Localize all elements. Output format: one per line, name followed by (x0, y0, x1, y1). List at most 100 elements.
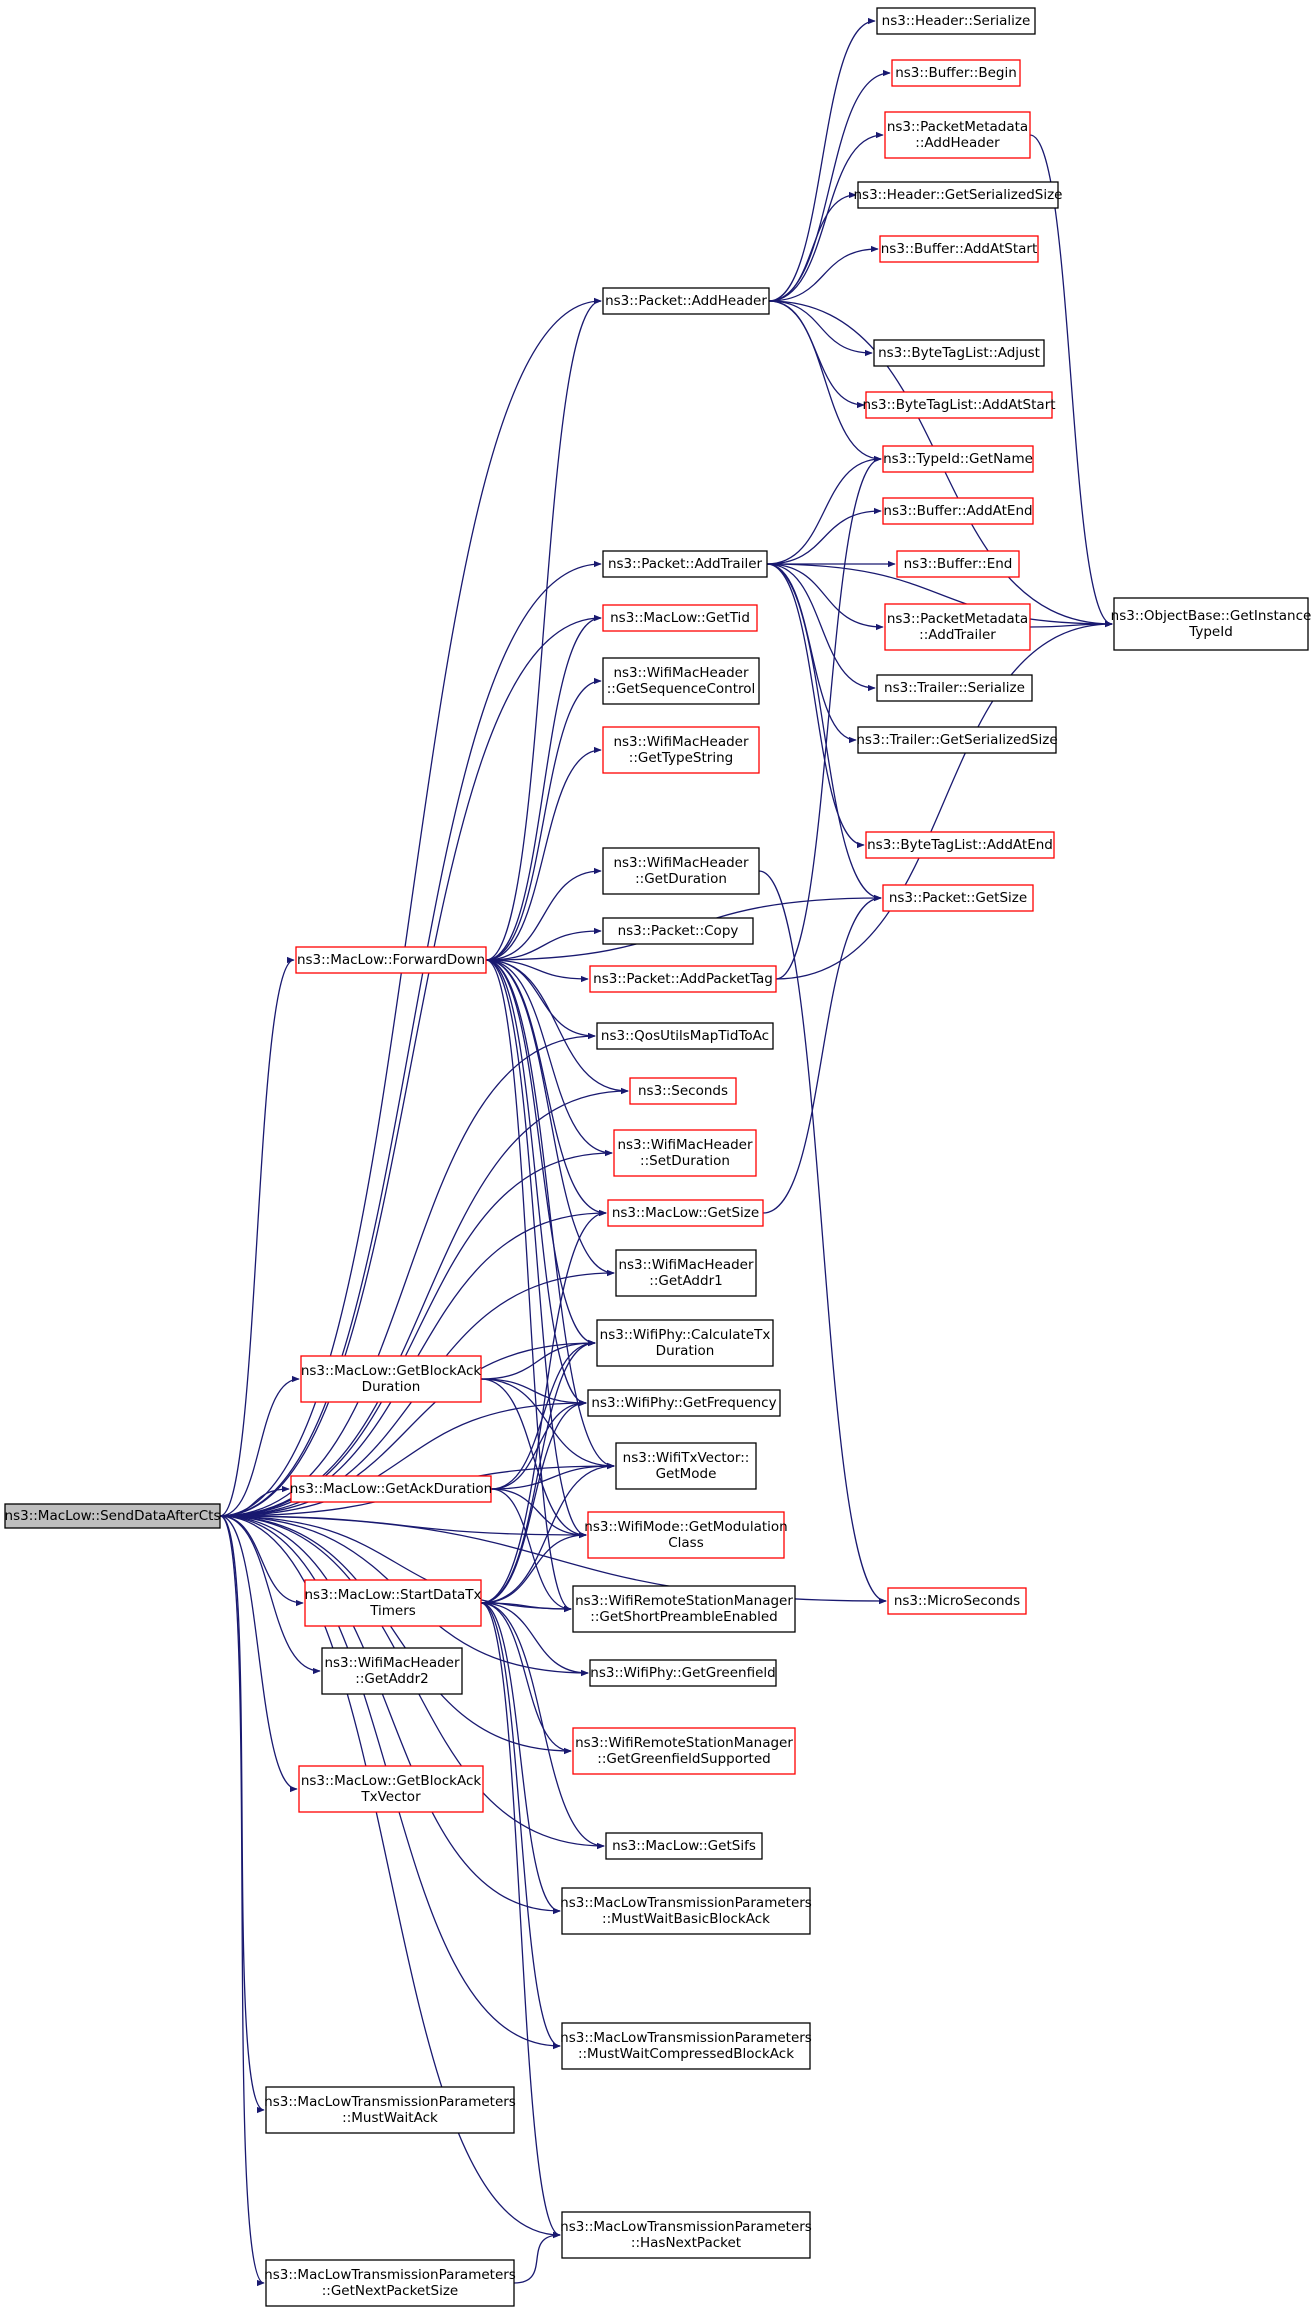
edge-pkt_addheader-to-typeid_getname (768, 300, 882, 463)
node-box (602, 726, 760, 774)
node-buf-addatstart[interactable]: ns3::Buffer::AddAtStart (879, 235, 1039, 263)
node-box (882, 884, 1034, 912)
node-wrsm-getgreenfield[interactable]: ns3::WifiRemoteStationManager::GetGreenf… (572, 1727, 796, 1775)
node-qos-maptid[interactable]: ns3::QosUtilsMapTidToAc (596, 1022, 774, 1050)
node-wphy-getfreq[interactable]: ns3::WifiPhy::GetFrequency (587, 1389, 781, 1417)
node-maclow-getsifs[interactable]: ns3::MacLow::GetSifs (605, 1832, 763, 1860)
node-buf-addatend[interactable]: ns3::Buffer::AddAtEnd (882, 497, 1034, 525)
node-maclow-gettid[interactable]: ns3::MacLow::GetTid (602, 604, 758, 632)
node-hdr-getsize[interactable]: ns3::Header::GetSerializedSize (854, 181, 1063, 209)
node-maclow-forwarddown[interactable]: ns3::MacLow::ForwardDown (295, 946, 487, 974)
edge-maclow_getackdur-to-wmode_getmodclass (490, 1488, 587, 1539)
edge-mtp_getnextsize-to-mtp_hasnext (513, 2231, 561, 2284)
node-btl-adjust[interactable]: ns3::ByteTagList::Adjust (873, 339, 1045, 367)
edge-pkt_addheader-to-btl_addatstart (768, 300, 865, 409)
edge-pkt_addheader-to-pm_addheader (768, 131, 884, 302)
node-buf-begin[interactable]: ns3::Buffer::Begin (891, 59, 1021, 87)
node-pm-addtrailer[interactable]: ns3::PacketMetadata::AddTrailer (884, 603, 1031, 651)
node-label: Duration (656, 1343, 715, 1359)
node-pkt-addtrailer[interactable]: ns3::Packet::AddTrailer (602, 550, 768, 578)
node-microseconds[interactable]: ns3::MicroSeconds (887, 1587, 1027, 1615)
node-label: ns3::MacLowTransmissionParameters (264, 2267, 516, 2283)
node-label: ns3::PacketMetadata (887, 611, 1028, 627)
node-label: ::MustWaitAck (342, 2110, 438, 2126)
node-wmh-setduration[interactable]: ns3::WifiMacHeader::SetDuration (613, 1129, 757, 1177)
edge-pkt_addtrailer-to-typeid_getname (766, 455, 882, 565)
node-hdr-serialize[interactable]: ns3::Header::Serialize (876, 7, 1036, 35)
node-typeid-getname[interactable]: ns3::TypeId::GetName (882, 445, 1034, 473)
node-maclow-getsize[interactable]: ns3::MacLow::GetSize (607, 1199, 764, 1227)
edge-maclow_forwarddown-to-maclow_gettid (485, 614, 602, 961)
edge-maclow_getackdur-to-wphy_calctx (490, 1339, 596, 1490)
node-wmh-getduration[interactable]: ns3::WifiMacHeader::GetDuration (602, 847, 760, 895)
edge-maclow_forwarddown-to-seconds (485, 959, 629, 1095)
node-trl-getsize[interactable]: ns3::Trailer::GetSerializedSize (856, 726, 1058, 754)
node-label: TypeId (1188, 624, 1233, 640)
edge-maclow_forwarddown-to-wmode_getmodclass (485, 959, 587, 1539)
node-label: ns3::WifiPhy::CalculateTx (600, 1327, 771, 1343)
node-mtp-mustwaitack[interactable]: ns3::MacLowTransmissionParameters::MustW… (264, 2086, 516, 2134)
node-label: ns3::Trailer::GetSerializedSize (856, 732, 1057, 748)
edge-root-to-maclow_forwarddown (219, 956, 295, 1517)
node-pkt-addpackettag[interactable]: ns3::Packet::AddPacketTag (589, 965, 777, 993)
node-seconds[interactable]: ns3::Seconds (629, 1077, 737, 1105)
node-btl-addatend[interactable]: ns3::ByteTagList::AddAtEnd (865, 831, 1055, 859)
edge-root-to-maclow_getbatxv (219, 1515, 298, 1793)
node-wmh-getaddr1[interactable]: ns3::WifiMacHeader::GetAddr1 (615, 1249, 757, 1297)
node-label: ns3::MacLow::SendDataAfterCts (5, 1508, 221, 1524)
edge-maclow_startdatatx-to-mtp_mustwaitcomp (480, 1602, 561, 2050)
node-label: ::GetSequenceControl (607, 681, 756, 697)
node-label: ::GetAddr1 (649, 1273, 722, 1289)
edge-maclow_forwarddown-to-pkt_copy (485, 927, 602, 961)
node-label: ns3::MacLow::GetSifs (612, 1838, 756, 1854)
edge-maclow_forwarddown-to-wmh_setduration (485, 959, 613, 1157)
node-label: ns3::MacLow::GetSize (612, 1205, 759, 1221)
node-box (290, 1475, 492, 1503)
node-pkt-getsize[interactable]: ns3::Packet::GetSize (882, 884, 1034, 912)
node-buf-end[interactable]: ns3::Buffer::End (896, 550, 1020, 578)
node-label: ::GetGreenfieldSupported (597, 1751, 770, 1767)
node-label: ns3::Buffer::End (904, 556, 1013, 572)
node-label: ns3::ObjectBase::GetInstance (1111, 608, 1312, 624)
node-wtx-getmode[interactable]: ns3::WifiTxVector::GetMode (615, 1442, 757, 1490)
node-maclow-getackdur[interactable]: ns3::MacLow::GetAckDuration (290, 1475, 493, 1503)
node-wrsm-getshortpre[interactable]: ns3::WifiRemoteStationManager::GetShortP… (572, 1585, 796, 1633)
edge-root-to-mtp_getnextsize (219, 1515, 265, 2287)
node-wmh-gettypestring[interactable]: ns3::WifiMacHeader::GetTypeString (602, 726, 760, 774)
edge-root-to-maclow_getackdur (219, 1485, 290, 1517)
node-box (607, 1199, 764, 1227)
edge-root-to-pkt_addheader (219, 297, 602, 1517)
edge-maclow_startdatatx-to-maclow_getsize (480, 1209, 607, 1604)
node-label: ::GetNextPacketSize (322, 2283, 458, 2299)
node-wmh-getseqctl[interactable]: ns3::WifiMacHeader::GetSequenceControl (602, 657, 760, 705)
node-btl-addatstart[interactable]: ns3::ByteTagList::AddAtStart (862, 391, 1056, 419)
node-box (873, 339, 1045, 367)
node-mtp-hasnext[interactable]: ns3::MacLowTransmissionParameters::HasNe… (560, 2211, 812, 2259)
node-wphy-getgreenfield[interactable]: ns3::WifiPhy::GetGreenfield (589, 1659, 777, 1687)
node-wmh-getaddr2[interactable]: ns3::WifiMacHeader::GetAddr2 (321, 1647, 463, 1695)
edge-maclow_getbadur-to-wphy_calctx (480, 1339, 596, 1380)
node-mtp-mustwaitbasic[interactable]: ns3::MacLowTransmissionParameters::MustW… (560, 1887, 812, 1935)
node-trl-serialize[interactable]: ns3::Trailer::Serialize (876, 674, 1033, 702)
node-pm-addheader[interactable]: ns3::PacketMetadata::AddHeader (884, 111, 1031, 159)
node-box (295, 946, 487, 974)
node-label: ns3::Packet::GetSize (889, 890, 1027, 906)
node-box (304, 1579, 482, 1627)
edge-maclow_startdatatx-to-wphy_getfreq (480, 1399, 587, 1604)
node-mtp-mustwaitcomp[interactable]: ns3::MacLowTransmissionParameters::MustW… (560, 2022, 812, 2070)
node-root[interactable]: ns3::MacLow::SendDataAfterCts (4, 1503, 221, 1529)
node-label: ns3::Buffer::AddAtStart (881, 241, 1038, 257)
node-mtp-getnextsize[interactable]: ns3::MacLowTransmissionParameters::GetNe… (264, 2259, 516, 2307)
edge-maclow_forwarddown-to-wrsm_getshortpre (485, 959, 572, 1613)
node-pkt-copy[interactable]: ns3::Packet::Copy (602, 917, 754, 945)
edge-maclow_getackdur-to-wrsm_getshortpre (490, 1488, 572, 1613)
node-pkt-addheader[interactable]: ns3::Packet::AddHeader (602, 287, 770, 315)
edge-root-to-wrsm_getgreenfield (219, 1515, 572, 1755)
edge-root-to-wmh_setduration (219, 1149, 613, 1517)
